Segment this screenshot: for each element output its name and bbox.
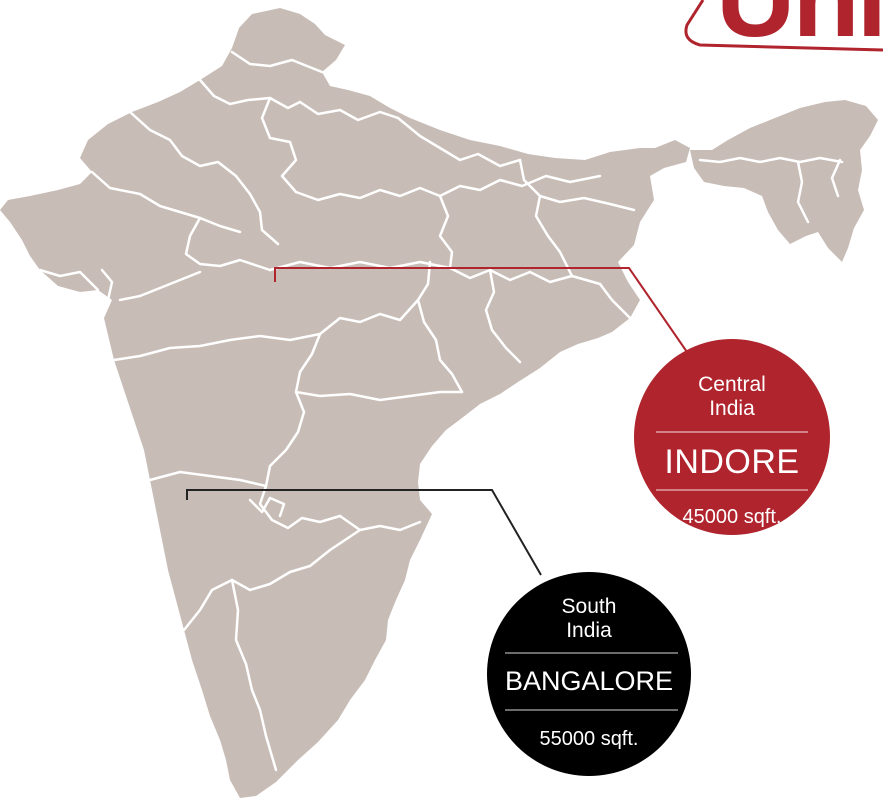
indore-badge [634, 339, 830, 535]
bangalore-region-line1: South [561, 595, 617, 618]
indore-city: INDORE [664, 443, 800, 481]
bangalore-region-line2: India [566, 619, 612, 642]
state-borders [38, 50, 844, 772]
bangalore-city: BANGALORE [504, 666, 674, 696]
indore-region-line1: Central [698, 373, 766, 396]
logo-wordmark: Uni [716, 0, 883, 54]
indore-area: 45000 sqft. [682, 506, 782, 528]
indore-region-line2: India [709, 397, 755, 420]
indore-leader-line [274, 267, 688, 353]
india-northeast [690, 100, 878, 262]
logo-badge [684, 0, 883, 52]
india-mainland [0, 8, 690, 798]
bangalore-leader-line [186, 489, 542, 576]
bangalore-badge [487, 572, 691, 776]
bangalore-area: 55000 sqft. [539, 728, 639, 750]
